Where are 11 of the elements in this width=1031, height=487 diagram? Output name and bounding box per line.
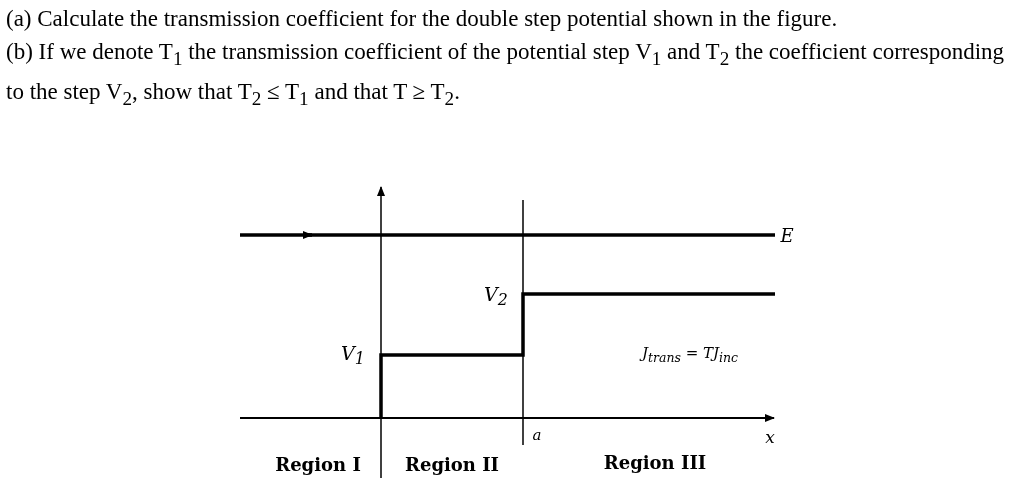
region-label: Region III <box>603 451 707 473</box>
potential-label: V$_{1}$ <box>341 341 365 369</box>
axis-label: x <box>765 427 775 447</box>
current-equation: J$_{trans}$ = TJ$_{inc}$ <box>641 343 739 365</box>
potential-label: V$_{2}$ <box>484 282 508 310</box>
position-label: a <box>532 426 542 444</box>
question-text: (b) If we denote T$_{1}$ the transmission coefficient of the potential step V$_{1}$ and T$_{2}$ the coefficient corresponding to the step V$_{2}$, show that T$_{2}$ ≤ T$_{1}$ and that T ≥ T$_{2}$. <box>6 38 1006 111</box>
region-label: Region II <box>405 453 499 475</box>
region-label: Region I <box>275 453 361 475</box>
energy-label: E <box>780 224 794 246</box>
question-text: (a) Calculate the transmission coefficient for the double step potential shown in the figure. <box>6 5 839 33</box>
